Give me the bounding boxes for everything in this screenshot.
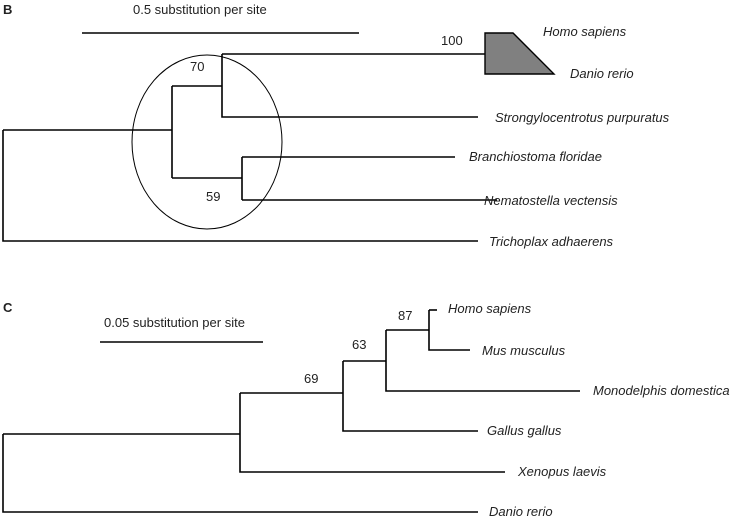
panel-c-monodelphis-branch (385, 330, 580, 392)
panel-c-xenopus-branch (239, 393, 505, 473)
panel-c-bootstrap-63: 63 (352, 337, 366, 352)
panel-c-mus-branch (428, 310, 470, 351)
panel-b-taxon-branchiostoma: Branchiostoma floridae (469, 149, 602, 164)
panel-b-label: B (3, 2, 12, 17)
panel-c-scale-label: 0.05 substitution per site (104, 315, 245, 330)
panel-b-taxon-nematostella: Nematostella vectensis (484, 193, 618, 208)
panel-b-root-branch (2, 130, 478, 242)
panel-c: C 0.05 substitution per site 87 63 69 Ho… (2, 300, 730, 518)
panel-b-bootstrap-70: 70 (190, 59, 204, 74)
panel-c-danio-branch (2, 434, 478, 513)
panel-c-taxon-homo-sapiens: Homo sapiens (448, 301, 532, 316)
panel-b-bootstrap-59: 59 (206, 189, 220, 204)
panel-c-taxon-monodelphis: Monodelphis domestica (593, 383, 730, 398)
panel-b-collapsed-clade-triangle (484, 32, 556, 75)
panel-b-taxon-trichoplax: Trichoplax adhaerens (489, 234, 614, 249)
panel-b-bootstrap-100: 100 (441, 33, 463, 48)
panel-b: B 0.5 substitution per site 100 70 59 Ho… (2, 2, 670, 249)
panel-c-taxon-xenopus: Xenopus laevis (517, 464, 607, 479)
panel-c-label: C (3, 300, 13, 315)
panel-b-scale-label: 0.5 substitution per site (133, 2, 267, 17)
panel-b-taxon-danio-rerio: Danio rerio (570, 66, 634, 81)
panel-b-strongylocentrotus-branch (221, 54, 478, 118)
panel-c-taxon-gallus-gallus: Gallus gallus (487, 423, 562, 438)
panel-b-taxon-strongylocentrotus: Strongylocentrotus purpuratus (495, 110, 670, 125)
panel-b-taxon-homo-sapiens: Homo sapiens (543, 24, 627, 39)
panel-c-bootstrap-87: 87 (398, 308, 412, 323)
panel-b-highlight-ellipse (131, 54, 283, 230)
panel-c-bootstrap-69: 69 (304, 371, 318, 386)
panel-c-taxon-mus-musculus: Mus musculus (482, 343, 566, 358)
panel-c-gallus-branch (342, 361, 478, 432)
panel-c-taxon-danio-rerio: Danio rerio (489, 504, 553, 518)
